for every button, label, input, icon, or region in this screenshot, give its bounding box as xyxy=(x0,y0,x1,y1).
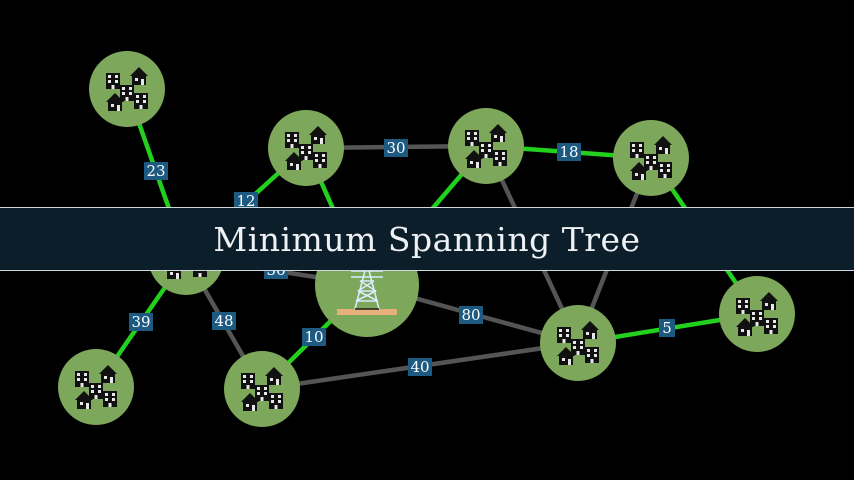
edge-weight-label: 30 xyxy=(384,139,408,157)
graph-node xyxy=(224,351,300,427)
svg-text:39: 39 xyxy=(131,313,150,331)
svg-text:18: 18 xyxy=(559,143,578,161)
title-text: Minimum Spanning Tree xyxy=(213,219,641,259)
graph-node xyxy=(719,276,795,352)
edge-weight-label: 5 xyxy=(659,319,675,337)
edge-weight-label: 18 xyxy=(557,143,581,161)
graph-node xyxy=(268,110,344,186)
edge-weight-label: 48 xyxy=(212,312,236,330)
svg-text:40: 40 xyxy=(410,358,429,376)
edge-weight-label: 40 xyxy=(408,358,432,376)
edge-weight-label: 23 xyxy=(144,162,168,180)
svg-text:12: 12 xyxy=(236,192,255,210)
edge-weight-label: 80 xyxy=(459,306,483,324)
svg-text:48: 48 xyxy=(214,312,233,330)
svg-text:30: 30 xyxy=(386,139,405,157)
svg-text:23: 23 xyxy=(146,162,165,180)
graph-node xyxy=(58,349,134,425)
graph-node xyxy=(540,305,616,381)
svg-text:80: 80 xyxy=(461,306,480,324)
svg-text:5: 5 xyxy=(662,319,672,337)
graph-node xyxy=(89,51,165,127)
title-banner: Minimum Spanning Tree xyxy=(0,207,854,271)
power-tower-icon xyxy=(337,262,397,315)
edge-weight-label: 10 xyxy=(302,328,326,346)
graph-node xyxy=(613,120,689,196)
edge-weight-label: 12 xyxy=(234,192,258,210)
graph-node xyxy=(448,108,524,184)
edge-weight-label: 39 xyxy=(129,313,153,331)
svg-text:10: 10 xyxy=(304,328,323,346)
